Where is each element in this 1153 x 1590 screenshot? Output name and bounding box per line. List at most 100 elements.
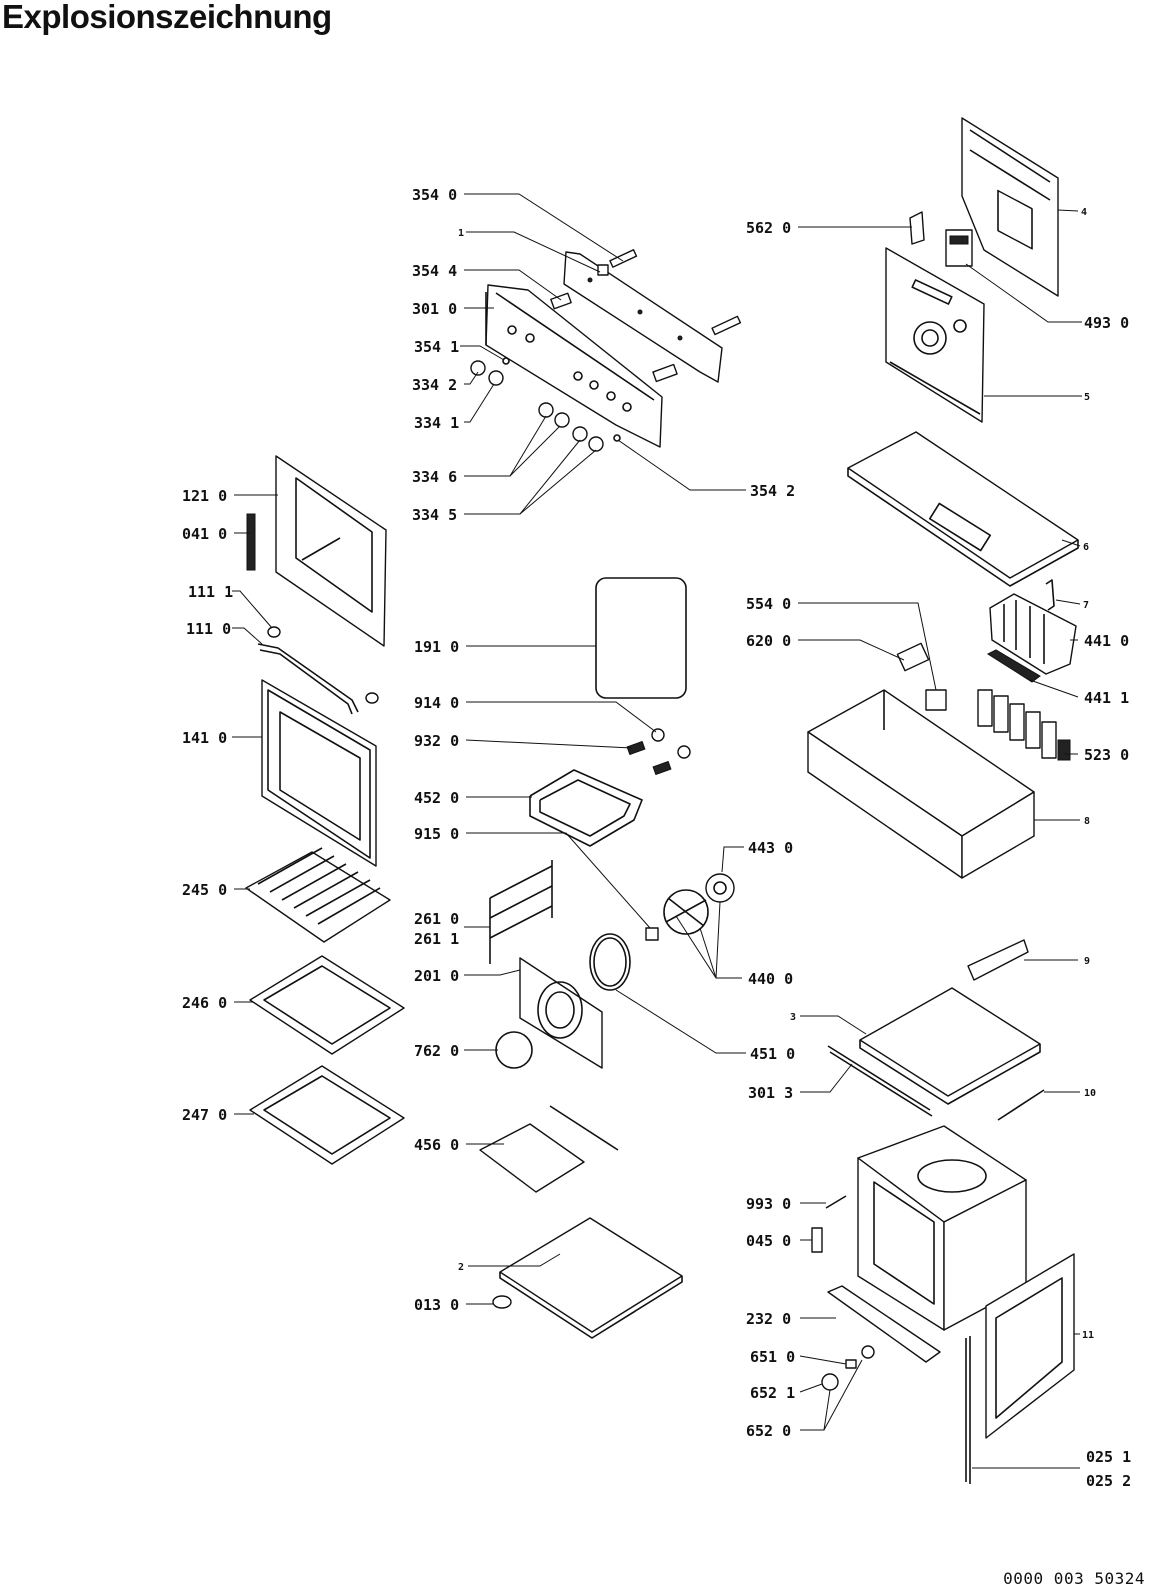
label-354-2: 354 2 [750, 482, 795, 500]
label-8: 8 [1084, 816, 1090, 827]
washers-drawing [626, 728, 691, 776]
label-041-0: 041 0 [182, 525, 227, 543]
door-121-drawing [275, 455, 387, 647]
label-334-2: 334 2 [412, 376, 457, 394]
label-11: 11 [1082, 1330, 1094, 1341]
label-915-0: 915 0 [414, 825, 459, 843]
leader-lines [232, 193, 1082, 1469]
label-111-1: 111 1 [188, 583, 233, 601]
base-frame-8-drawing [807, 642, 1035, 879]
label-201-0: 201 0 [414, 967, 459, 985]
rod-111-drawing [257, 626, 379, 715]
top-plate-6-drawing [847, 431, 1079, 587]
baking-tray-247-drawing [249, 1065, 405, 1165]
oven-cavity-drawing [857, 1125, 1027, 1331]
terminal-441-1-drawing [986, 649, 1041, 683]
label-443-0: 443 0 [748, 839, 793, 857]
label-025-1: 025 1 [1086, 1448, 1131, 1466]
label-261-0: 261 0 [414, 910, 459, 928]
label-334-1: 334 1 [414, 414, 459, 432]
screw-993-drawing [825, 1195, 847, 1209]
label-620-0: 620 0 [746, 632, 791, 650]
switch-block-523-drawing [977, 689, 1071, 761]
hinge-041-drawing [246, 513, 256, 571]
label-1: 1 [458, 228, 464, 239]
bottom-plate-2-drawing [499, 1217, 683, 1339]
latch-045-drawing [811, 1227, 823, 1253]
wire-rack-245-drawing [245, 847, 391, 943]
strip-232-drawing [827, 1285, 941, 1363]
label-246-0: 246 0 [182, 994, 227, 1012]
grill-element-456-drawing [479, 1105, 619, 1193]
page-title: Explosionszeichnung [2, 0, 332, 35]
gasket-191-drawing [595, 577, 687, 699]
foot-013-drawing [492, 1295, 512, 1309]
part-labels: 354 0 1 354 4 301 0 354 1 334 2 334 1 33… [182, 186, 1131, 1490]
component-493-drawing [945, 229, 973, 267]
label-3: 3 [790, 1012, 796, 1023]
label-247-0: 247 0 [182, 1106, 227, 1124]
label-2: 2 [458, 1262, 464, 1273]
label-261-1: 261 1 [414, 930, 459, 948]
ring-element-451-drawing [589, 933, 631, 991]
label-452-0: 452 0 [414, 789, 459, 807]
label-301-0: 301 0 [412, 300, 457, 318]
label-554-0: 554 0 [746, 595, 791, 613]
shelf-support-261-drawing [489, 860, 553, 964]
label-523-0: 523 0 [1084, 746, 1129, 764]
rod-10-drawing [997, 1089, 1045, 1121]
rear-wall-5-drawing [885, 247, 985, 423]
label-5: 5 [1084, 392, 1090, 403]
label-121-0: 121 0 [182, 487, 227, 505]
control-panel-drawing [485, 284, 663, 448]
label-7: 7 [1083, 600, 1089, 611]
rear-cover-4-drawing [961, 117, 1059, 297]
label-334-6: 334 6 [412, 468, 457, 486]
label-111-0: 111 0 [186, 620, 231, 638]
heating-element-452-drawing [529, 769, 643, 847]
label-451-0: 451 0 [750, 1045, 795, 1063]
label-441-1: 441 1 [1084, 689, 1129, 707]
label-440-0: 440 0 [748, 970, 793, 988]
label-354-0: 354 0 [412, 186, 457, 204]
label-932-0: 932 0 [414, 732, 459, 750]
fan-motor-441-drawing [989, 593, 1077, 675]
label-493-0: 493 0 [1084, 314, 1129, 332]
label-9: 9 [1084, 956, 1090, 967]
label-651-0: 651 0 [750, 1348, 795, 1366]
label-141-0: 141 0 [182, 729, 227, 747]
label-652-1: 652 1 [750, 1384, 795, 1402]
bracket-7-drawing [1045, 579, 1055, 611]
label-354-4: 354 4 [412, 262, 457, 280]
rod-025-drawing [965, 1336, 971, 1484]
label-245-0: 245 0 [182, 881, 227, 899]
label-562-0: 562 0 [746, 219, 791, 237]
label-354-1: 354 1 [414, 338, 459, 356]
label-762-0: 762 0 [414, 1042, 459, 1060]
document-number: 0000 003 50324 [1003, 1569, 1145, 1588]
panel-screws-drawing [550, 249, 742, 383]
label-441-0: 441 0 [1084, 632, 1129, 650]
label-045-0: 045 0 [746, 1232, 791, 1250]
label-652-0: 652 0 [746, 1422, 791, 1440]
rail-301-3-drawing [827, 1045, 933, 1117]
plate-3-drawing [859, 939, 1041, 1105]
label-4: 4 [1081, 207, 1087, 218]
label-013-0: 013 0 [414, 1296, 459, 1314]
label-993-0: 993 0 [746, 1195, 791, 1213]
label-191-0: 191 0 [414, 638, 459, 656]
label-232-0: 232 0 [746, 1310, 791, 1328]
fan-cover-201-drawing [519, 957, 603, 1069]
knob-652-drawing [821, 1345, 875, 1391]
label-025-2: 025 2 [1086, 1472, 1131, 1490]
fan-impeller-440-drawing [645, 873, 735, 941]
bracket-1-drawing [563, 251, 723, 383]
label-914-0: 914 0 [414, 694, 459, 712]
label-10: 10 [1084, 1088, 1096, 1099]
label-301-3: 301 3 [748, 1084, 793, 1102]
label-334-5: 334 5 [412, 506, 457, 524]
baking-tray-246-drawing [249, 955, 405, 1055]
inner-glass-141-drawing [261, 679, 377, 867]
lamp-cover-762-drawing [495, 1031, 533, 1069]
